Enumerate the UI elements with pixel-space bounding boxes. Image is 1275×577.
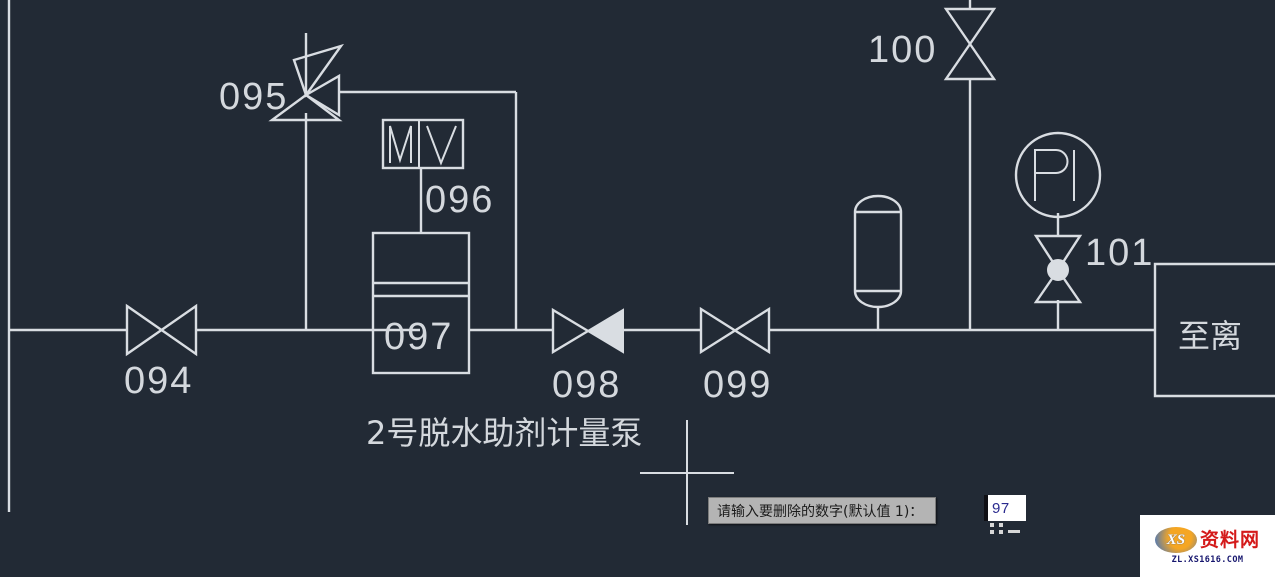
watermark-logo: XS 资料网 ZL.XS1616.COM <box>1140 515 1275 577</box>
cursor-dot-3 <box>999 523 1003 527</box>
valve-100-symbol <box>943 0 997 81</box>
destination-label: 至离 <box>1178 317 1242 355</box>
valve-098-label: 098 <box>552 364 621 406</box>
valve-101-symbol <box>1033 213 1083 304</box>
xs-badge-text: XS <box>1166 531 1186 548</box>
valve-094-symbol <box>125 303 198 357</box>
destination-box <box>1153 262 1275 398</box>
pump-097-symbol <box>371 231 471 375</box>
valve-095-symbol <box>268 33 345 122</box>
instrument-096-box <box>381 118 465 233</box>
xs-badge-icon: XS <box>1154 527 1197 553</box>
valve-099-label: 099 <box>703 364 772 406</box>
text-caret <box>984 495 989 521</box>
valve-098-symbol <box>551 307 624 355</box>
valve-099-symbol <box>699 306 771 355</box>
vertical-vessel-symbol <box>853 194 903 330</box>
valve-100-label: 100 <box>868 29 937 71</box>
command-input-field[interactable]: 97 <box>988 495 1026 521</box>
watermark-url: ZL.XS1616.COM <box>1171 555 1244 565</box>
pressure-indicator-symbol <box>1014 131 1102 219</box>
instrument-096-label: 096 <box>425 179 494 221</box>
valve-095-label: 095 <box>219 76 288 118</box>
pump-097-label: 097 <box>384 316 453 358</box>
watermark-brand: 资料网 <box>1199 528 1260 551</box>
command-input-value: 97 <box>992 499 1010 517</box>
command-prompt-message: 请输入要删除的数字(默认值 1)： <box>717 503 924 520</box>
command-prompt-tooltip: 请输入要删除的数字(默认值 1)： <box>708 497 937 524</box>
valve-101-label: 101 <box>1085 232 1154 274</box>
valve-094-label: 094 <box>124 360 193 402</box>
pump-097-description: 2号脱水助剂计量泵 <box>366 414 642 452</box>
cursor-dot-4 <box>999 530 1003 534</box>
cursor-dash <box>1008 530 1020 533</box>
cursor-dot-1 <box>990 523 994 527</box>
crosshair-cursor <box>640 420 734 525</box>
cursor-dot-2 <box>990 530 994 534</box>
